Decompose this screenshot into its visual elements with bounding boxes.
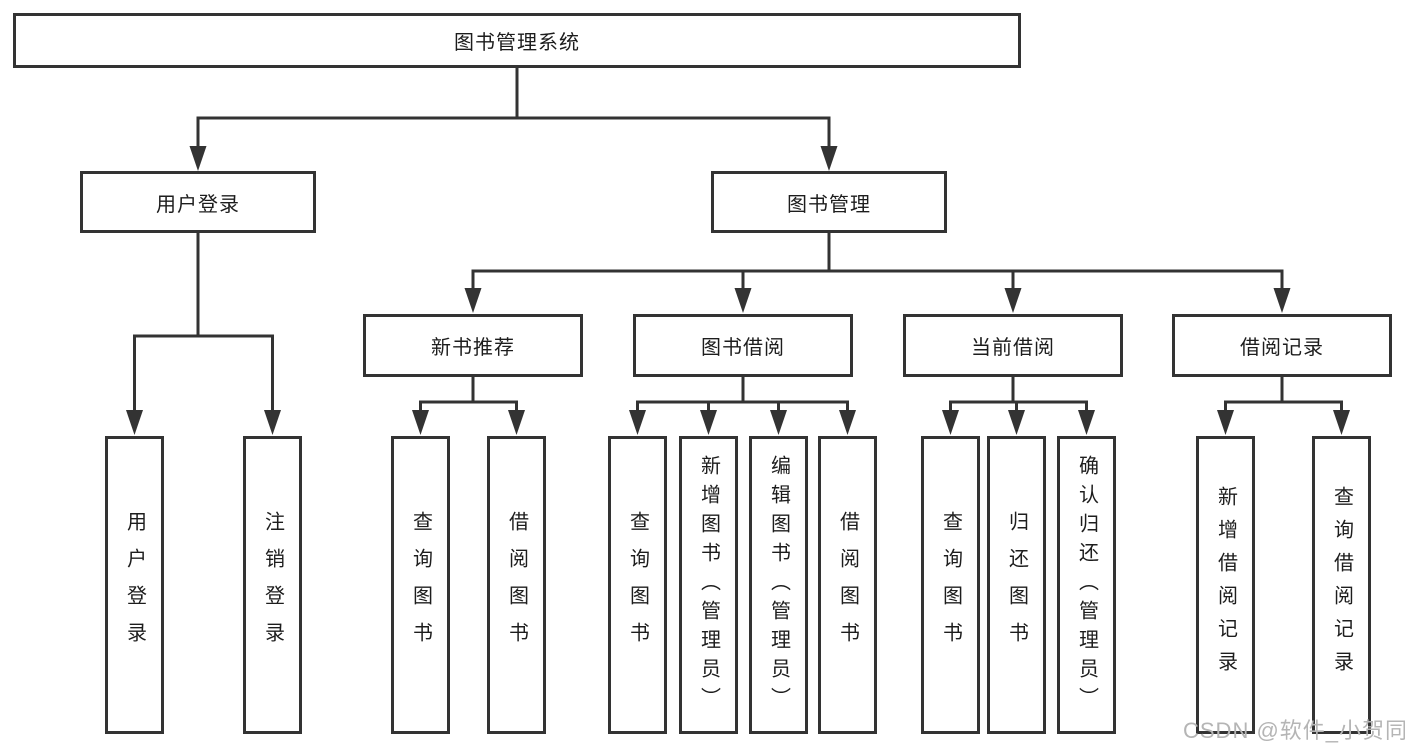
arrowhead xyxy=(942,410,959,435)
leaf-query-borrow-record: 查询借阅记录 xyxy=(1312,436,1371,734)
leaf-borrow-books-recommend: 借阅图书 xyxy=(487,436,546,734)
arrowhead xyxy=(126,410,143,435)
leaf-query-books-recommend: 查询图书 xyxy=(391,436,450,734)
node-library-system: 图书管理系统 xyxy=(13,13,1021,68)
arrowhead xyxy=(464,288,482,313)
watermark: CSDN @软件_小贺同学 xyxy=(1183,718,1405,743)
arrowhead xyxy=(1333,410,1350,435)
arrowhead xyxy=(700,410,717,435)
leaf-query-books-borrowing: 查询图书 xyxy=(608,436,667,734)
arrowhead xyxy=(1008,410,1025,435)
leaf-return-book: 归还图书 xyxy=(987,436,1046,734)
leaf-borrow-books-borrowing: 借阅图书 xyxy=(818,436,877,734)
arrowhead xyxy=(1078,410,1095,435)
node-borrowing-records: 借阅记录 xyxy=(1172,314,1392,377)
arrowhead xyxy=(629,410,646,435)
leaf-edit-book-admin: 编辑图书（管理员） xyxy=(749,436,808,734)
node-new-book-recommend: 新书推荐 xyxy=(363,314,583,377)
node-book-management: 图书管理 xyxy=(711,171,947,233)
leaf-query-books-current: 查询图书 xyxy=(921,436,980,734)
arrowhead xyxy=(839,410,856,435)
arrowhead xyxy=(1004,288,1022,313)
node-book-borrowing: 图书借阅 xyxy=(633,314,853,377)
arrowhead xyxy=(820,146,838,171)
leaf-logout: 注销登录 xyxy=(243,436,302,734)
node-current-borrowing: 当前借阅 xyxy=(903,314,1123,377)
leaf-user-login: 用户登录 xyxy=(105,436,164,734)
arrowhead xyxy=(770,410,787,435)
arrowhead xyxy=(734,288,752,313)
node-user-login: 用户登录 xyxy=(80,171,316,233)
arrowhead xyxy=(412,410,429,435)
arrowhead xyxy=(264,410,281,435)
leaf-add-borrow-record: 新增借阅记录 xyxy=(1196,436,1255,734)
leaf-confirm-return-admin: 确认归还（管理员） xyxy=(1057,436,1116,734)
leaf-add-book-admin: 新增图书（管理员） xyxy=(679,436,738,734)
arrowhead xyxy=(508,410,525,435)
arrowhead xyxy=(1217,410,1234,435)
arrowhead xyxy=(189,146,207,171)
arrowhead xyxy=(1273,288,1291,313)
